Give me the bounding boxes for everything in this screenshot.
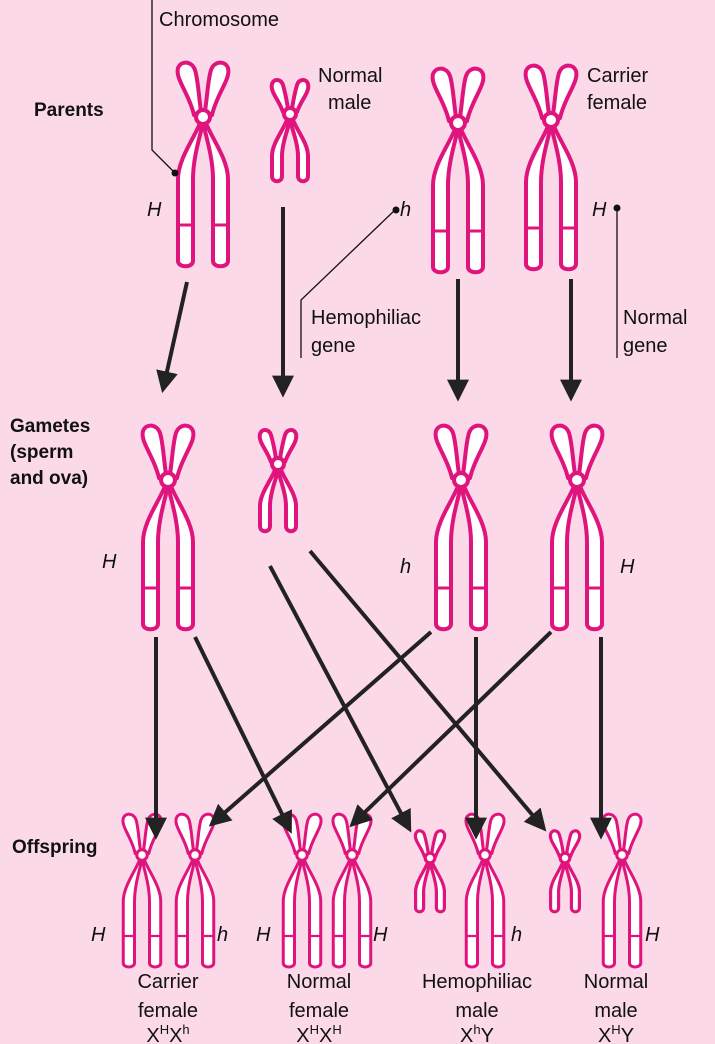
offspring-4-y-chromosome: [550, 831, 579, 912]
offspring-3-y-chromosome: [415, 831, 444, 912]
arrows: [156, 207, 601, 822]
offspring-3-desc-line2: male: [455, 1000, 498, 1022]
callout-hemophiliac-gene-2: gene: [311, 335, 356, 357]
row-label-gametes-1: Gametes: [10, 416, 90, 437]
arrow-g2-o4: [310, 551, 535, 818]
callout-hemophiliac-gene-1: Hemophiliac: [311, 307, 421, 329]
offspring-1-chromosome-a: [123, 814, 161, 967]
offspring-4-x-chromosome: [603, 814, 641, 967]
gene-label-offspring-4: H: [645, 924, 660, 946]
gene-label-offspring-3: h: [511, 924, 522, 946]
callout-carrier-female-2: female: [587, 92, 647, 114]
gene-label-parent-4: H: [592, 199, 607, 221]
offspring-3-genotype: XhY: [460, 1022, 494, 1044]
row-label-gametes-2: (sperm: [10, 442, 73, 463]
parent-male-x-chromosome: [178, 63, 229, 267]
offspring-1-desc-line1: Carrier: [137, 971, 198, 993]
row-label-parents: Parents: [34, 100, 104, 121]
gamete-3-chromosome: [436, 426, 487, 630]
gamete-1-chromosome: [143, 426, 194, 630]
gamete-2-chromosome: [260, 430, 297, 531]
offspring-4-desc-line2: male: [594, 1000, 637, 1022]
offspring-2-desc-line2: female: [289, 1000, 349, 1022]
callout-normal-gene-1: Normal: [623, 307, 687, 329]
arrow-g2-o3: [270, 566, 403, 817]
arrow-g3-o1: [222, 632, 431, 815]
chromosome-callout-dot: [172, 170, 179, 177]
gamete-4-chromosome: [552, 426, 603, 630]
callout-normal-male-2: male: [328, 92, 371, 114]
gene-label-gamete-1: H: [102, 551, 117, 573]
offspring-4-desc-line1: Normal: [584, 971, 648, 993]
offspring-1-desc-line2: female: [138, 1000, 198, 1022]
offspring-4-genotype: XHY: [598, 1022, 634, 1044]
gene-label-offspring-1b: h: [217, 924, 228, 946]
gene-label-parent-3: h: [400, 199, 411, 221]
row-label-gametes-3: and ova): [10, 468, 88, 489]
hemophiliac-gene-dot: [393, 207, 400, 214]
offspring-2-chromosome-a: [283, 814, 321, 967]
parent-male-y-chromosome: [272, 80, 309, 181]
gene-label-gamete-3: h: [400, 556, 411, 578]
gene-label-offspring-1a: H: [91, 924, 106, 946]
arrow-parent1-gamete1: [166, 282, 187, 376]
row-label-offspring: Offspring: [12, 837, 98, 858]
normal-gene-dot: [614, 205, 621, 212]
gene-label-offspring-2b: H: [373, 924, 388, 946]
offspring-2-desc-line1: Normal: [287, 971, 351, 993]
gene-label-offspring-2a: H: [256, 924, 271, 946]
gene-label-gamete-4: H: [620, 556, 635, 578]
arrow-g4-o2: [362, 632, 551, 815]
offspring-1-genotype: XHXh: [146, 1022, 189, 1044]
parent-female-x-chromosome-2: [526, 66, 577, 270]
offspring-1-chromosome-b: [176, 814, 214, 967]
offspring-2-genotype: XHXH: [296, 1022, 341, 1044]
offspring-3-desc-line1: Hemophiliac: [422, 971, 532, 993]
callout-carrier-female-1: Carrier: [587, 65, 648, 87]
arrow-g1-o2: [195, 637, 284, 818]
callout-chromosome: Chromosome: [159, 9, 279, 31]
callout-normal-gene-2: gene: [623, 335, 668, 357]
offspring-2-chromosome-b: [333, 814, 371, 967]
offspring-3-x-chromosome: [466, 814, 504, 967]
gene-label-parent-1: H: [147, 199, 162, 221]
callout-normal-male-1: Normal: [318, 65, 382, 87]
parent-female-x-chromosome-1: [433, 69, 484, 273]
